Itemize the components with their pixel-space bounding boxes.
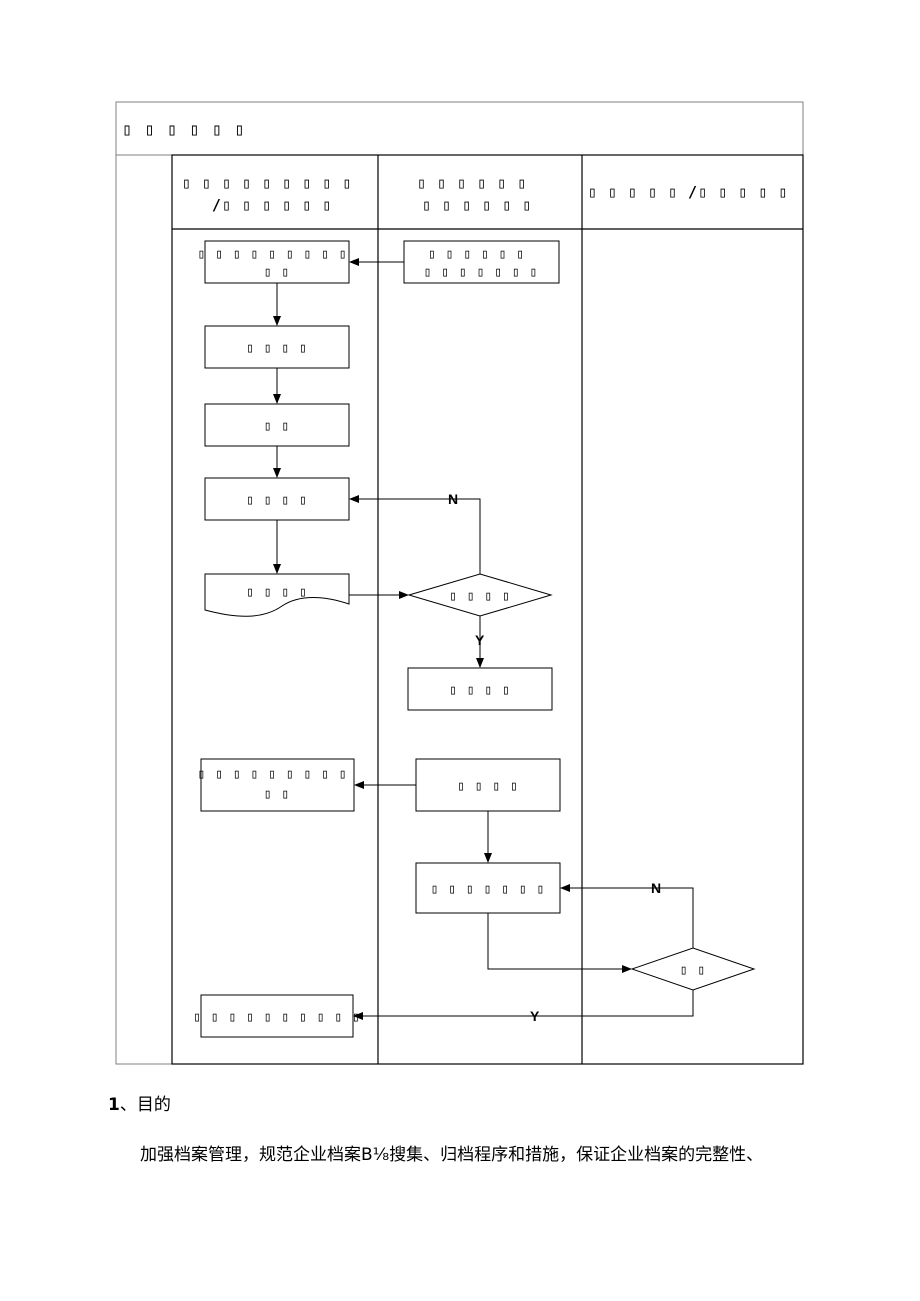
node-receive-text: ▯ ▯ ▯ ▯ ▯ ▯ ▯ ▯ ▯ ▯ ▯ bbox=[198, 247, 357, 280]
lane-header-3: ▯ ▯ ▯ ▯ ▯ /▯ ▯ ▯ ▯ ▯ bbox=[588, 183, 789, 201]
node-archive-box bbox=[407, 667, 553, 711]
label-no-2: N bbox=[651, 880, 661, 896]
arrow-decision1-no bbox=[349, 495, 481, 574]
node-borrow-request-box bbox=[415, 758, 561, 812]
decision-2-text: ▯ ▯ bbox=[680, 963, 706, 978]
node-borrow-request-text: ▯ ▯ ▯ ▯ bbox=[457, 779, 519, 794]
label-yes-1: Y bbox=[475, 632, 485, 648]
arrow-decision2-no bbox=[560, 884, 694, 948]
decision-1-shape bbox=[407, 573, 553, 617]
arrow-register-to-decision2 bbox=[487, 913, 632, 973]
node-register-text: ▯ ▯ ▯ ▯ ▯ ▯ ▯ bbox=[431, 882, 546, 897]
node-source-text: ▯ ▯ ▯ ▯ ▯ ▯ ▯ ▯ ▯ ▯ ▯ ▯ ▯ bbox=[424, 247, 539, 280]
section-heading: 1、目的 bbox=[108, 1090, 171, 1115]
label-yes-2: Y bbox=[530, 1008, 540, 1024]
node-step4-box bbox=[204, 477, 350, 521]
lane-header-1: ▯ ▯ ▯ ▯ ▯ ▯ ▯ ▯ ▯ /▯ ▯ ▯ ▯ ▯ ▯ bbox=[182, 174, 363, 214]
node-document-shape bbox=[204, 573, 350, 617]
lane-header-2: ▯ ▯ ▯ ▯ ▯ ▯ ▯ ▯ ▯ ▯ ▯ ▯ bbox=[417, 174, 537, 214]
decision-2-shape bbox=[630, 947, 756, 991]
node-step3-text: ▯ ▯ bbox=[264, 419, 290, 434]
node-borrow-out-box bbox=[200, 758, 355, 812]
decision-1-text: ▯ ▯ ▯ ▯ bbox=[449, 589, 511, 604]
node-final-text: ▯ ▯ ▯ ▯ ▯ ▯ ▯ ▯ ▯ ▯ bbox=[193, 1010, 361, 1025]
section-number: 1 bbox=[108, 1095, 120, 1115]
node-step2-text: ▯ ▯ ▯ ▯ bbox=[246, 341, 308, 356]
node-register-box bbox=[415, 862, 561, 914]
node-step4-text: ▯ ▯ ▯ ▯ bbox=[246, 493, 308, 508]
archive-flowchart: ▯ ▯ ▯ ▯ ▯ ▯ ▯ ▯ ▯ ▯ ▯ ▯ ▯ ▯ ▯ /▯ ▯ ▯ ▯ ▯… bbox=[115, 101, 804, 1065]
label-no-1: N bbox=[448, 491, 458, 507]
node-borrow-out-text: ▯ ▯ ▯ ▯ ▯ ▯ ▯ ▯ ▯ ▯ ▯ bbox=[198, 767, 357, 802]
arrow-decision2-yes bbox=[353, 990, 694, 1020]
section-title: 目的 bbox=[136, 1095, 171, 1115]
node-final-box bbox=[200, 994, 354, 1038]
flowchart-title: ▯ ▯ ▯ ▯ ▯ ▯ bbox=[122, 120, 246, 140]
node-document-text: ▯ ▯ ▯ ▯ bbox=[246, 585, 308, 600]
section-separator: 、 bbox=[119, 1095, 137, 1115]
body-paragraph: 加强档案管理，规范企业档案B⅛搜集、归档程序和措施，保证企业档案的完整性、 bbox=[140, 1145, 764, 1165]
node-archive-text: ▯ ▯ ▯ ▯ bbox=[449, 683, 511, 698]
swimlane-grid bbox=[171, 154, 804, 1065]
